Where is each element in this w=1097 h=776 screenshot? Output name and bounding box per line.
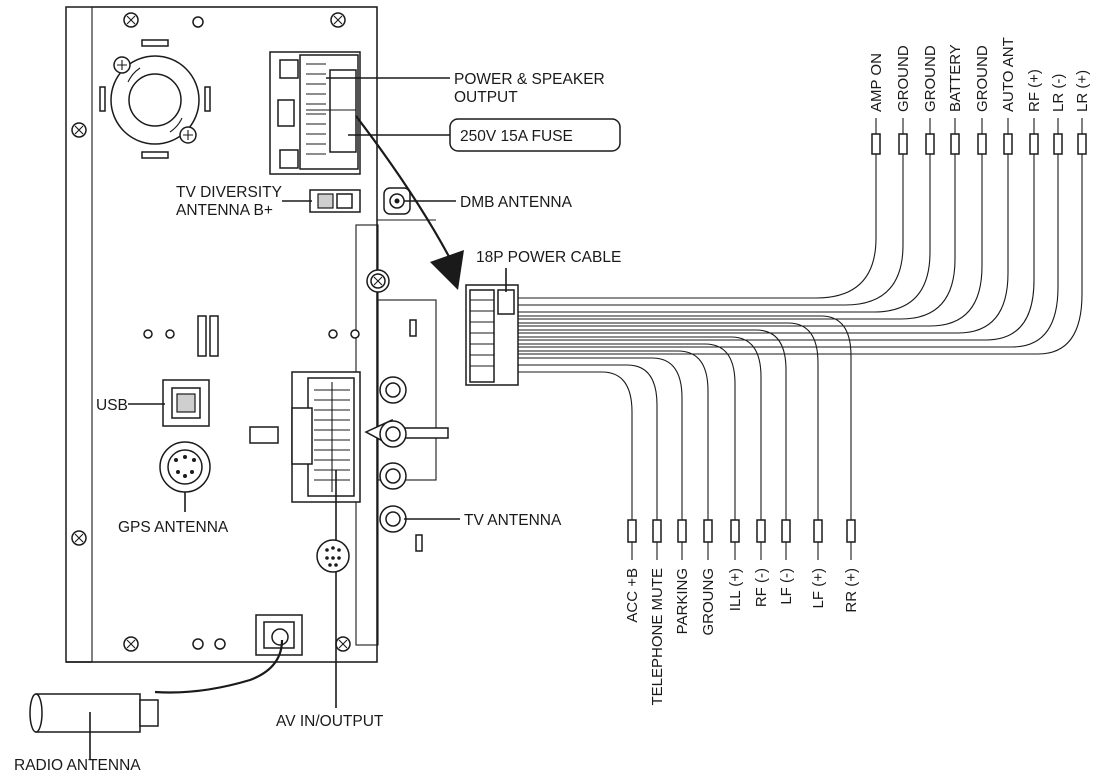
bottom-wire-label: ACC +B (624, 568, 641, 623)
top-wire (518, 152, 1009, 334)
top-wire-label: LR (+) (1074, 70, 1091, 112)
bottom-wire-group: ACC +B TELEPHONE MUTE PARKING GROUNG ILL (+)… (518, 315, 860, 706)
label-fuse: 250V 15A FUSE (460, 128, 573, 145)
label-power-speaker-line1: POWER & SPEAKER (454, 71, 605, 88)
bottom-wire (518, 343, 736, 520)
label-tv-diversity-line2: ANTENNA B+ (176, 202, 273, 219)
connection-arrowhead (430, 250, 464, 290)
bottom-wire-label: ILL (+) (727, 568, 744, 611)
top-wire-terminal (925, 133, 935, 155)
bottom-wire-label: LF (+) (810, 568, 827, 608)
bottom-wire (518, 350, 709, 520)
gps-antenna-connector (159, 441, 211, 493)
top-wire-label: LR (-) (1050, 74, 1067, 112)
top-wire (518, 152, 1083, 355)
top-wire-label: GROUND (895, 45, 912, 112)
top-wire-label: GROUND (974, 45, 991, 112)
tv-diversity-terminal (309, 189, 361, 213)
top-wire-label: AMP ON (868, 53, 885, 112)
mounting-screw (71, 12, 390, 652)
vent-slots (143, 315, 423, 552)
usb-port (162, 379, 210, 427)
top-wire (518, 152, 983, 327)
tv-antenna-jack (379, 505, 407, 533)
top-wire-terminal (1003, 133, 1013, 155)
bottom-wire-terminal (677, 519, 687, 543)
top-wire-terminal (871, 133, 881, 155)
bottom-wire-label: TELEPHONE MUTE (649, 568, 666, 706)
fuse-callout-box (449, 118, 621, 152)
top-wire (518, 152, 904, 306)
radio-antenna-plug (29, 693, 159, 733)
bottom-wire-terminal (703, 519, 713, 543)
top-wire-label: BATTERY (947, 44, 964, 112)
bottom-wire-terminal (813, 519, 823, 543)
top-wire-terminal (898, 133, 908, 155)
cooling-fan (99, 39, 211, 159)
label-dmb-antenna: DMB ANTENNA (460, 194, 573, 211)
label-usb: USB (96, 397, 128, 414)
side-jacks (379, 376, 407, 490)
connection-arrow (355, 115, 456, 269)
top-wire-terminal (1053, 133, 1063, 155)
top-wire (518, 152, 1059, 348)
top-wire (518, 152, 1035, 341)
bottom-wire-terminal (781, 519, 791, 543)
bottom-wire-label: PARKING (674, 568, 691, 634)
bottom-wire (518, 371, 633, 520)
top-wire-terminal (977, 133, 987, 155)
top-wire-terminal (1077, 133, 1087, 155)
label-gps-antenna: GPS ANTENNA (118, 519, 229, 536)
bottom-wire (518, 336, 762, 520)
bottom-wire-label: GROUNG (700, 568, 717, 636)
top-wire (518, 152, 931, 313)
bottom-wire-terminal (846, 519, 856, 543)
bottom-wire-label: RF (-) (753, 568, 770, 607)
label-tv-diversity-line1: TV DIVERSITY (176, 184, 282, 201)
bottom-wire-terminal (652, 519, 662, 543)
round-multipin-connector (316, 539, 350, 573)
top-wire-terminal (1029, 133, 1039, 155)
bottom-wire (518, 322, 819, 520)
top-wire-label: GROUND (922, 45, 939, 112)
label-tv-antenna: TV ANTENNA (464, 512, 562, 529)
top-wire-label: AUTO ANT (1000, 37, 1017, 112)
bottom-wire (518, 315, 852, 520)
radio-antenna-jack (255, 614, 303, 656)
bottom-wire-label: RR (+) (843, 568, 860, 613)
power-speaker-connector (269, 51, 361, 175)
bottom-wire-terminal (730, 519, 740, 543)
label-power-cable: 18P POWER CABLE (476, 249, 621, 266)
top-wire-group: AMP ON GROUND GROUND BATTERY GROUND AUTO ANT R… (518, 37, 1091, 355)
bottom-wire (518, 364, 658, 520)
av-connector (291, 371, 361, 503)
top-wire (518, 152, 956, 320)
bottom-wire-label: LF (-) (778, 568, 795, 605)
bottom-wire (518, 357, 683, 520)
label-power-speaker-line2: OUTPUT (454, 89, 518, 106)
dmb-antenna-jack (383, 187, 411, 215)
bottom-wire-terminal (627, 519, 637, 543)
top-wire-label: RF (+) (1026, 69, 1043, 112)
bottom-wire-terminal (756, 519, 766, 543)
radio-antenna-cable (154, 639, 284, 694)
label-av-in-output: AV IN/OUTPUT (276, 713, 384, 730)
label-radio-antenna: RADIO ANTENNA (14, 757, 141, 774)
top-wire-terminal (950, 133, 960, 155)
power-cable-plug (465, 284, 519, 386)
top-wire (518, 152, 877, 299)
bottom-wire (518, 329, 787, 520)
